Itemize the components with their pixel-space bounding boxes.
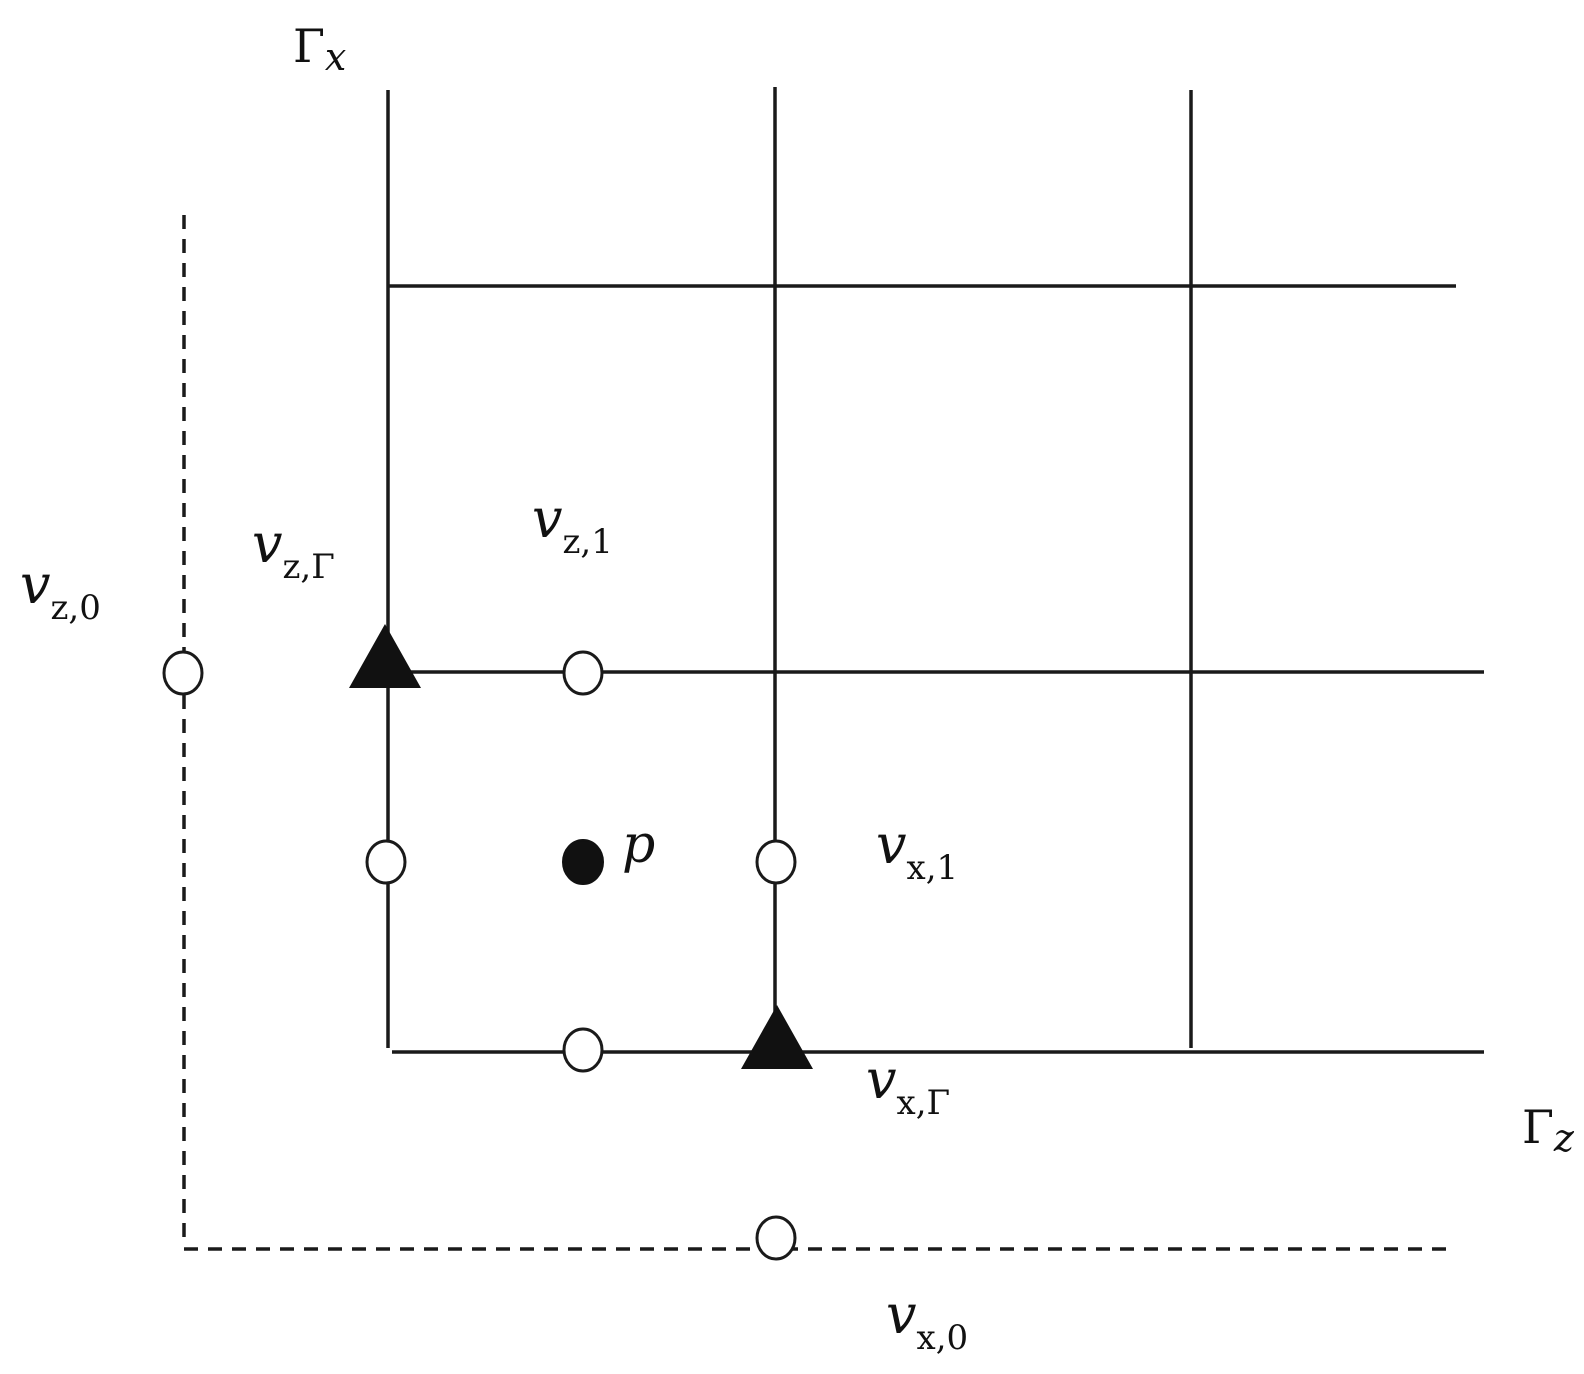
triangle-v-zG (349, 624, 421, 688)
label-v-zG: vz,Γ (252, 512, 335, 587)
labels: Γx Γz vz,1 vz,Γ vz,0 p vx,1 vx,Γ vx,0 (20, 19, 1575, 1358)
label-gamma-x: Γx (293, 19, 346, 79)
node-v-x0 (755, 1215, 797, 1261)
ghost-lines (182, 215, 1456, 1251)
label-p: p (622, 815, 655, 875)
label-v-z1: vz,1 (532, 487, 613, 562)
grid-lines (386, 87, 1484, 1054)
label-gamma-z: Γz (1522, 1100, 1575, 1160)
label-v-xG: vx,Γ (866, 1048, 950, 1123)
node-v-z1 (562, 650, 604, 696)
node-left-mid (365, 839, 407, 885)
node-bottom-mid (562, 1027, 604, 1073)
node-v-z0 (162, 650, 204, 696)
label-v-z0: vz,0 (20, 553, 101, 628)
node-v-x1 (755, 839, 797, 885)
label-v-x0: vx,0 (886, 1283, 968, 1358)
node-p (562, 839, 604, 885)
nodes (162, 624, 813, 1261)
triangle-v-xG (741, 1005, 813, 1069)
label-v-x1: vx,1 (876, 813, 958, 888)
